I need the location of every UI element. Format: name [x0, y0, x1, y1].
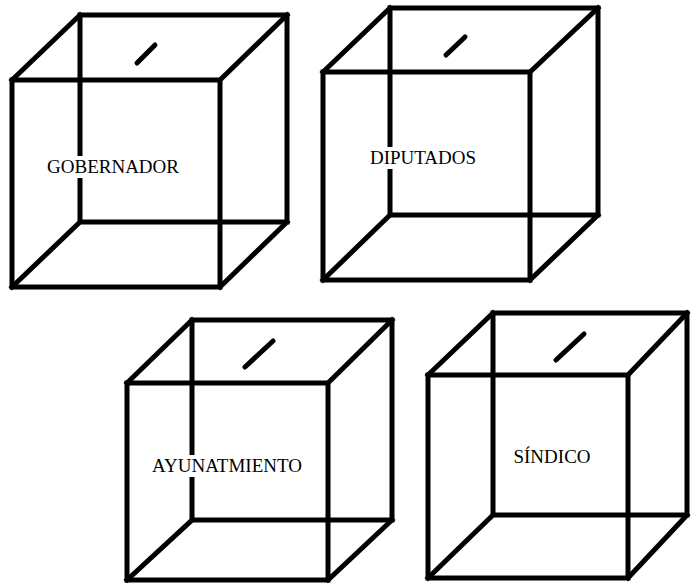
box-label: GOBERNADOR [44, 156, 182, 178]
box-label: SÍNDICO [510, 446, 593, 468]
ballot-box-label: DIPUTADOS [367, 147, 479, 169]
ballot-box-cube [127, 320, 392, 580]
ballot-box-label: GOBERNADOR [44, 156, 182, 178]
box-label: AYUNATMIENTO [149, 455, 305, 477]
ballot-box-cube [428, 313, 687, 578]
box-label: DIPUTADOS [367, 147, 479, 169]
ballot-box-label: SÍNDICO [510, 446, 593, 468]
ballot-box-cube [323, 8, 598, 280]
ballot-box-label: AYUNATMIENTO [149, 455, 305, 477]
ballot-box-cube [12, 15, 287, 287]
